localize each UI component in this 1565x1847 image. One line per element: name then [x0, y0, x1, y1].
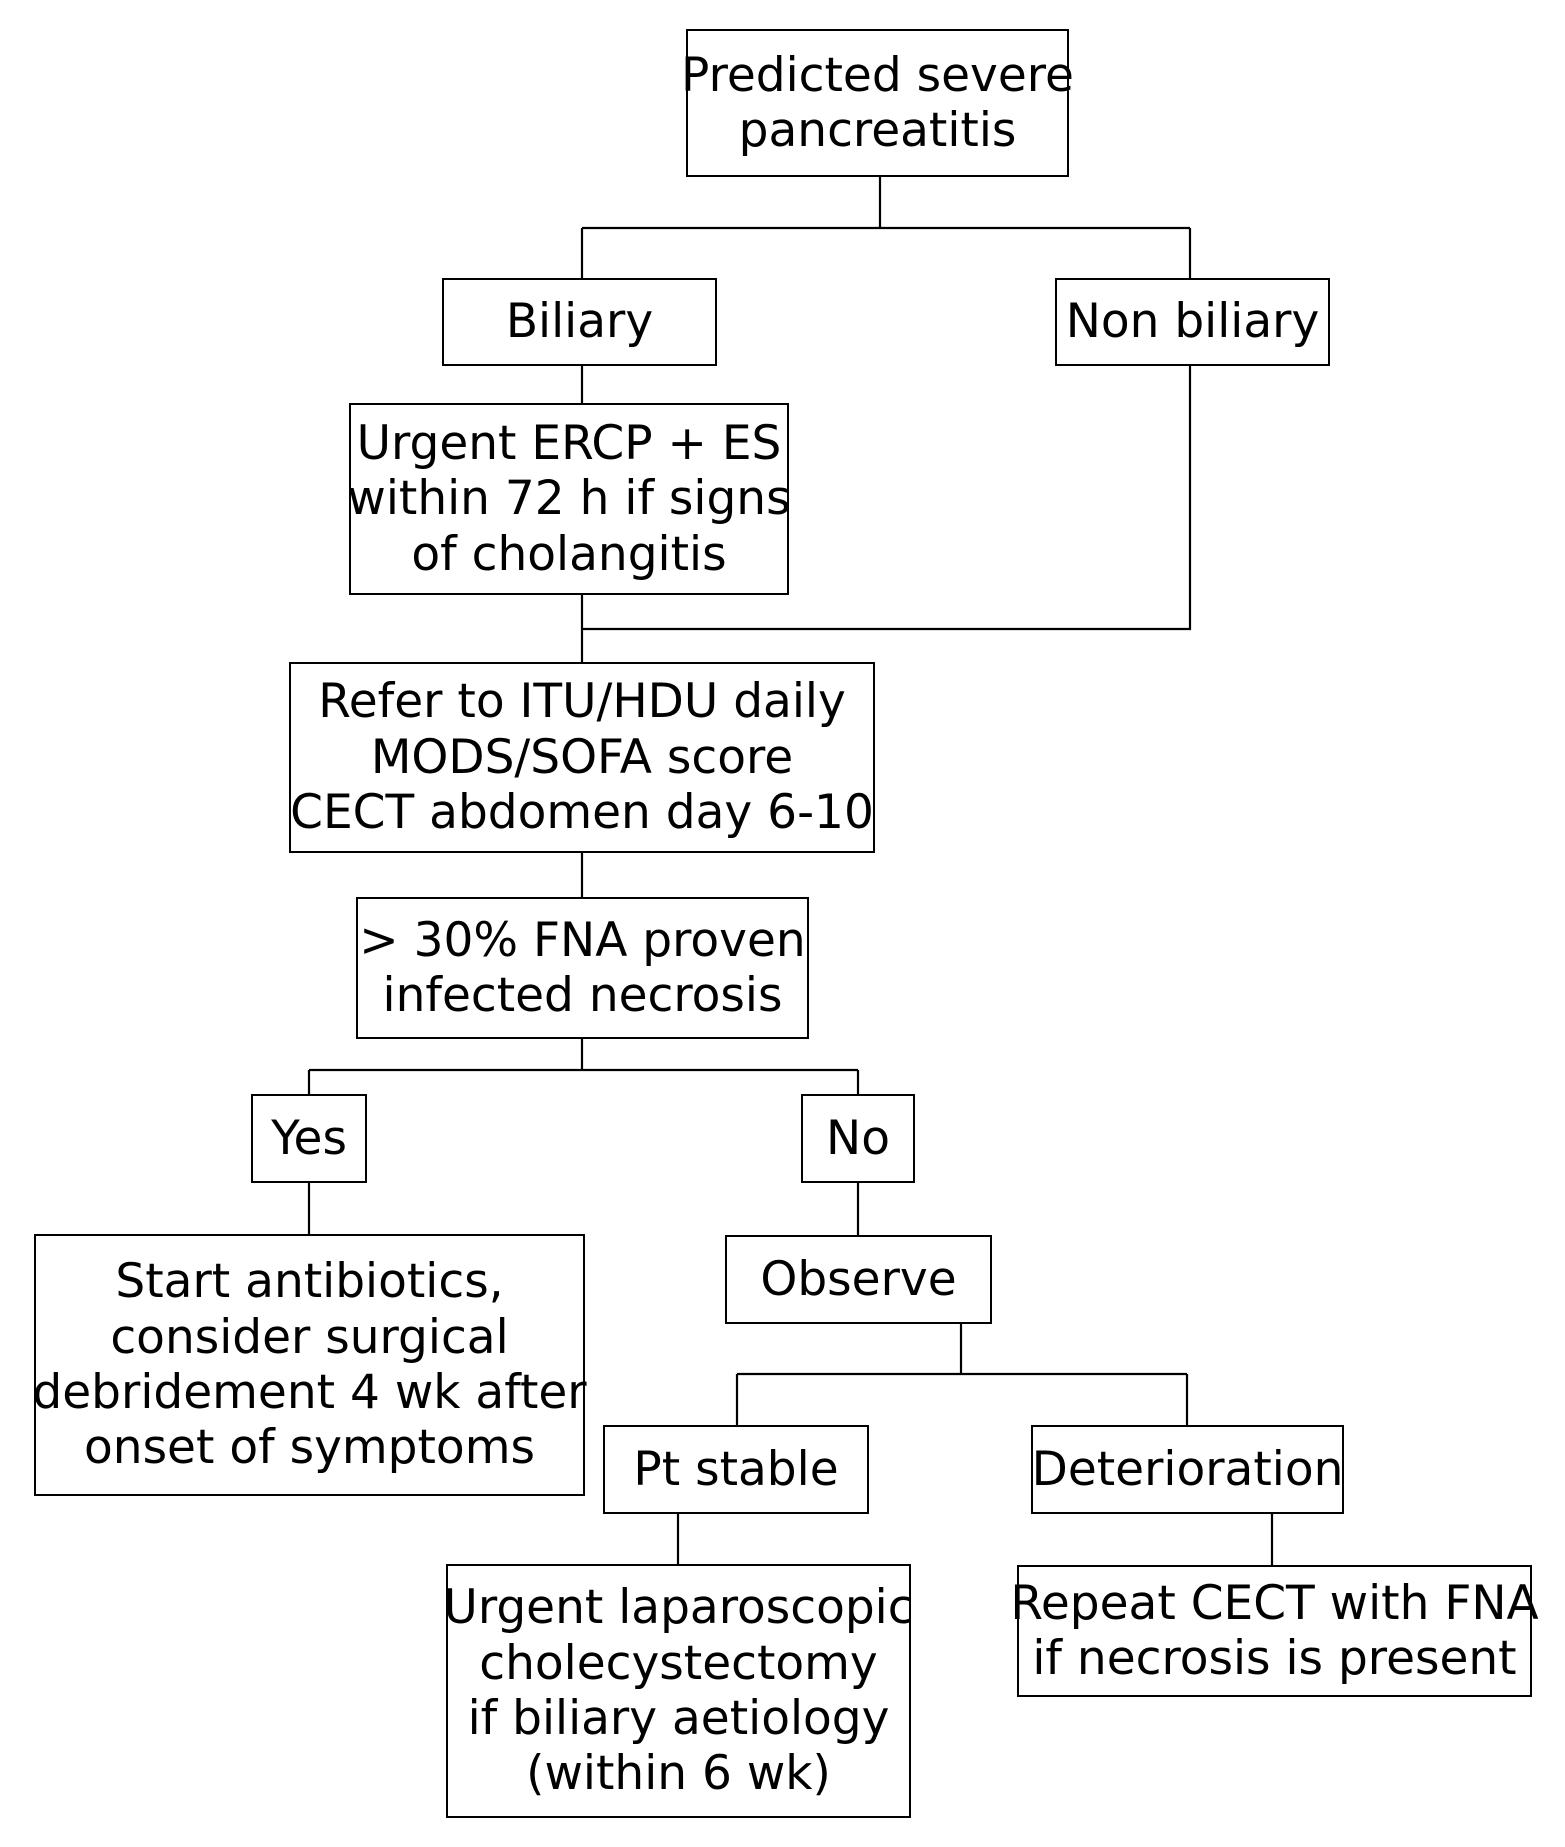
- node-line: Refer to ITU/HDU daily: [318, 674, 846, 730]
- node-line: No: [826, 1110, 890, 1166]
- node-line: Yes: [271, 1110, 347, 1166]
- node-line: Predicted severe: [681, 47, 1074, 103]
- connector-line: [582, 366, 1192, 631]
- node-line: cholecystectomy: [479, 1635, 878, 1691]
- node-line: MODS/SOFA score: [370, 729, 794, 785]
- node-repeat-cect: Repeat CECT with FNA if necrosis is pres…: [1010, 1565, 1539, 1697]
- node-line: if biliary aetiology: [467, 1691, 890, 1746]
- node-deterioration: Deterioration: [1031, 1425, 1344, 1514]
- node-biliary: Biliary: [442, 278, 717, 366]
- node-urgent-lap-cholecystectomy: Urgent laparoscopic cholecystectomy if b…: [443, 1564, 914, 1818]
- node-line: Non biliary: [1065, 294, 1320, 350]
- node-line: onset of symptoms: [84, 1420, 535, 1476]
- node-line: CECT abdomen day 6-10: [290, 785, 874, 841]
- node-line: (within 6 wk): [526, 1746, 831, 1802]
- node-line: Urgent laparoscopic: [443, 1580, 914, 1636]
- node-urgent-ercp: Urgent ERCP + ES within 72 h if signs of…: [347, 403, 791, 595]
- node-line: Start antibiotics,: [115, 1254, 504, 1310]
- node-line: of cholangitis: [411, 526, 727, 582]
- node-line: debridement 4 wk after: [32, 1365, 587, 1420]
- node-start-antibiotics: Start antibiotics, consider surgical deb…: [32, 1234, 587, 1496]
- node-fna-infected-necrosis: > 30% FNA proven infected necrosis: [356, 897, 809, 1039]
- node-line: consider surgical: [110, 1309, 509, 1365]
- node-pt-stable: Pt stable: [603, 1425, 869, 1514]
- node-non-biliary: Non biliary: [1055, 278, 1330, 366]
- node-line: infected necrosis: [382, 968, 783, 1023]
- node-refer-itu-hdu: Refer to ITU/HDU daily MODS/SOFA score C…: [289, 662, 875, 853]
- node-predicted-severe-pancreatitis: Predicted severe pancreatitis: [681, 29, 1074, 177]
- node-line: pancreatitis: [738, 103, 1017, 158]
- node-line: > 30% FNA proven: [359, 912, 806, 968]
- node-yes: Yes: [251, 1094, 367, 1183]
- node-line: Deterioration: [1031, 1441, 1344, 1497]
- node-line: Biliary: [505, 294, 654, 350]
- node-line: within 72 h if signs: [347, 471, 791, 527]
- node-no: No: [801, 1094, 915, 1183]
- node-line: Repeat CECT with FNA: [1010, 1575, 1539, 1631]
- node-observe: Observe: [725, 1235, 992, 1324]
- node-line: if necrosis is present: [1032, 1631, 1517, 1686]
- node-line: Observe: [760, 1251, 957, 1307]
- node-line: Pt stable: [633, 1441, 839, 1497]
- node-line: Urgent ERCP + ES: [356, 415, 782, 471]
